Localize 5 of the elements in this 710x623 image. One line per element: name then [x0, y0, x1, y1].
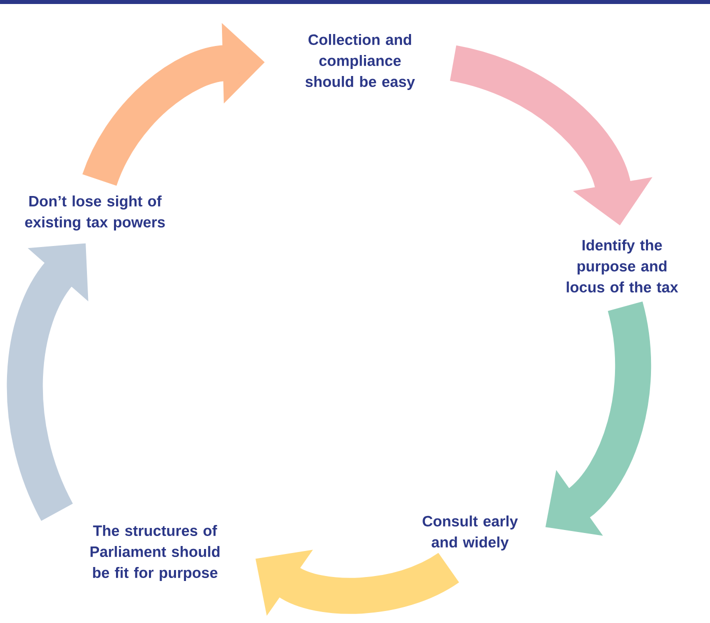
step-label: Consult early and widely: [422, 516, 518, 550]
step-label: Collection and compliance should be easy: [306, 34, 415, 90]
step-label: The structures of Parliament should be fit for purpose: [90, 525, 220, 581]
step-label: Don’t lose sight of existing tax powers: [25, 195, 165, 231]
step-label: Identify the purpose and locus of the tax: [566, 239, 678, 292]
